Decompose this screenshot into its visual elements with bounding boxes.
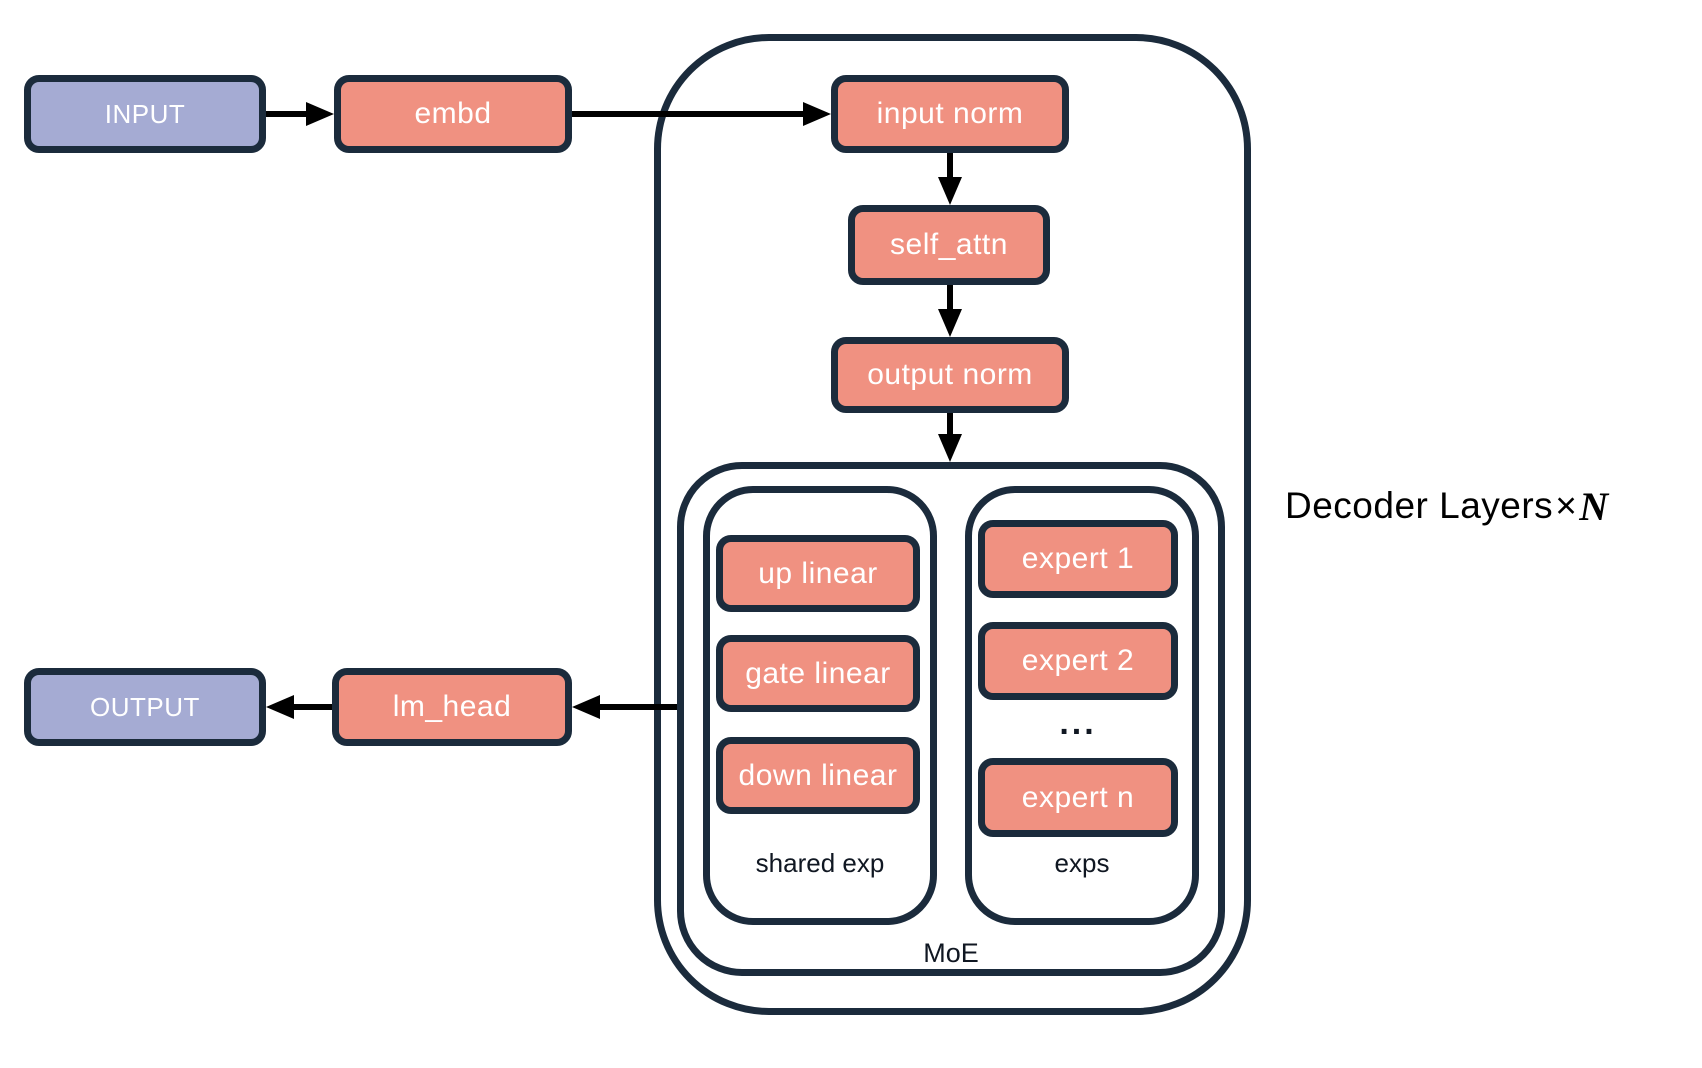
gate-linear-node: gate linear <box>716 635 920 712</box>
input-norm-node: input norm <box>831 75 1069 153</box>
embd-node-label: embd <box>414 97 492 130</box>
arrowhead-right-icon <box>306 102 334 126</box>
input-norm-label: input norm <box>876 97 1024 130</box>
arrow-line <box>292 704 332 710</box>
lm-head-label: lm_head <box>392 690 512 723</box>
arrowhead-left-icon <box>266 695 294 719</box>
lm-head-node: lm_head <box>332 668 572 746</box>
expert-1-node: expert 1 <box>978 520 1178 598</box>
arrowhead-down-icon <box>938 434 962 462</box>
arrowhead-down-icon <box>938 309 962 337</box>
output-norm-node: output norm <box>831 337 1069 413</box>
expert-n-label: expert n <box>1021 780 1135 814</box>
multiply-sign: × <box>1555 485 1578 526</box>
expert-2-label: expert 2 <box>1021 644 1135 677</box>
input-node: INPUT <box>24 75 266 153</box>
arrowhead-left-icon <box>572 695 600 719</box>
output-node-label: OUTPUT <box>90 691 200 722</box>
decoder-layers-title: Decoder Layers × N <box>1285 479 1645 533</box>
output-norm-label: output norm <box>867 358 1033 391</box>
expert-1-label: expert 1 <box>1021 542 1135 575</box>
arrowhead-down-icon <box>938 177 962 205</box>
arrow-line <box>598 704 677 710</box>
shared-exp-caption: shared exp <box>755 847 885 878</box>
exps-caption: exps <box>1054 847 1110 878</box>
down-linear-node: down linear <box>716 737 920 814</box>
expert-2-node: expert 2 <box>978 622 1178 700</box>
arrow-line <box>266 111 308 117</box>
expert-n-node: expert n <box>978 758 1178 837</box>
down-linear-label: down linear <box>738 758 898 792</box>
self-attn-label: self_attn <box>890 228 1008 261</box>
moe-caption: MoE <box>923 937 979 968</box>
decoder-layers-title-text: Decoder Layers <box>1285 485 1554 526</box>
up-linear-node: up linear <box>716 535 920 612</box>
experts-ellipsis: ... <box>1059 703 1097 742</box>
arrow-line <box>947 413 953 437</box>
embd-node: embd <box>334 75 572 153</box>
self-attn-node: self_attn <box>848 205 1050 285</box>
arrowhead-right-icon <box>803 102 831 126</box>
arrow-line <box>947 153 953 180</box>
gate-linear-label: gate linear <box>745 656 891 690</box>
output-node: OUTPUT <box>24 668 266 746</box>
arrow-line <box>572 111 805 117</box>
arrow-line <box>947 285 953 312</box>
input-node-label: INPUT <box>104 98 186 129</box>
up-linear-label: up linear <box>758 556 878 590</box>
n-variable: N <box>1579 483 1609 529</box>
